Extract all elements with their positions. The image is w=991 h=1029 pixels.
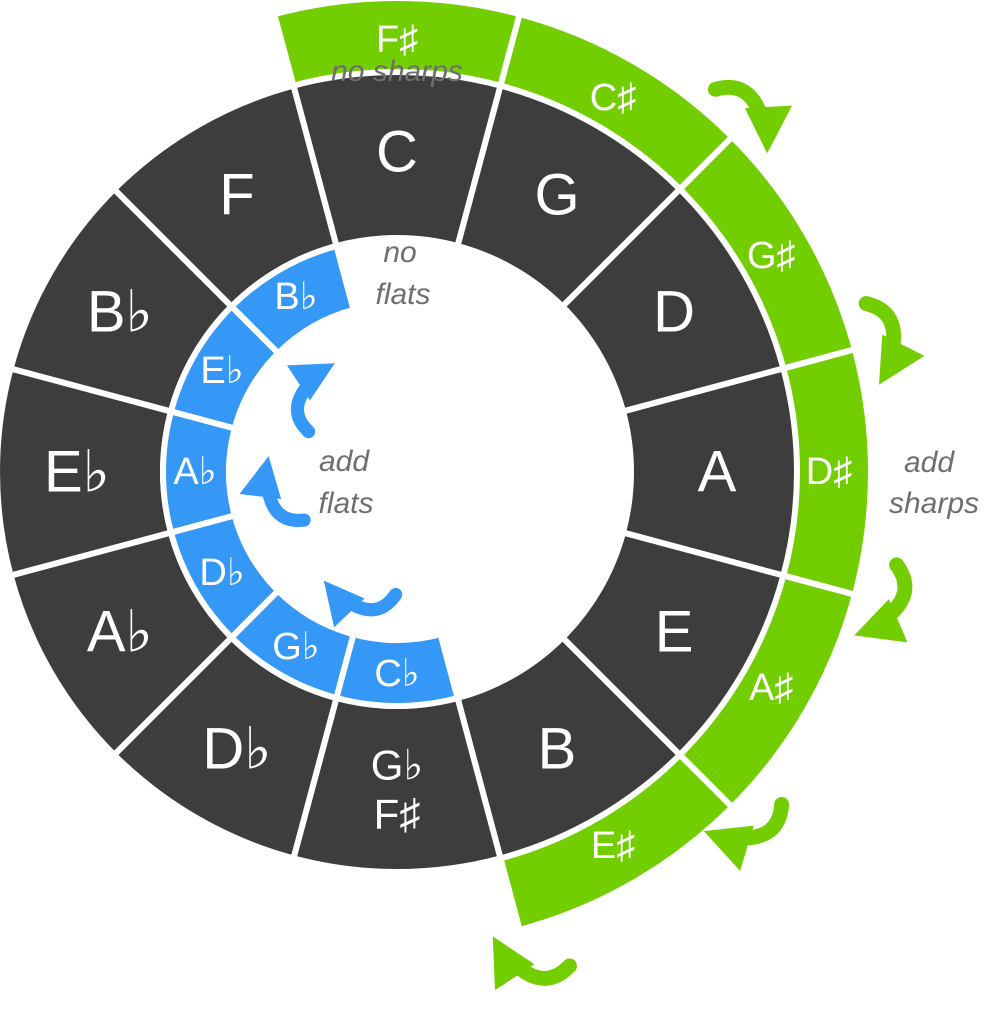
outer-key-label-f: F xyxy=(219,162,254,227)
outer-key-label-a-flat: A♭ xyxy=(87,600,153,665)
sharp-key-label-g-sharp: G♯ xyxy=(747,235,796,277)
no-sharps-caption: no sharps xyxy=(331,55,463,88)
outer-key-label-f-sharp: F♯ xyxy=(374,791,421,838)
outer-key-label-c: C xyxy=(376,120,418,185)
flat-segment-c-flat xyxy=(332,630,462,709)
sharp-direction-arrow-4 xyxy=(703,796,790,871)
outer-key-label-d: D xyxy=(653,280,695,345)
add-sharps-caption-line2: sharps xyxy=(889,487,979,520)
flat-key-label-c-flat: C♭ xyxy=(374,653,419,695)
outer-key-label-a: A xyxy=(698,440,737,505)
flat-key-label-d-flat: D♭ xyxy=(199,552,244,594)
outer-key-label-e-flat: E♭ xyxy=(44,440,110,505)
flat-segment-b-flat xyxy=(227,242,358,358)
no-flats-caption-line2: flats xyxy=(375,278,430,311)
outer-key-label-g-flat: G♭ xyxy=(371,742,423,789)
sharp-key-label-f-sharp: F♯ xyxy=(376,19,418,61)
flat-direction-arrow-1 xyxy=(286,363,335,439)
add-flats-caption-line2: flats xyxy=(318,487,373,520)
add-sharps-caption-line1: add xyxy=(904,446,955,479)
sharp-direction-arrow-3 xyxy=(854,557,913,643)
sharp-key-label-e-sharp: E♯ xyxy=(591,825,635,867)
outer-key-label-e: E xyxy=(655,600,694,665)
flat-segment-g-flat xyxy=(227,586,358,702)
add-flats-caption-line1: add xyxy=(319,445,370,478)
outer-key-label-d-flat: D♭ xyxy=(202,717,271,782)
sharp-key-label-a-sharp: A♯ xyxy=(749,667,793,709)
outer-key-label-b-flat: B♭ xyxy=(87,280,153,345)
flat-key-label-g-flat: G♭ xyxy=(272,626,319,668)
no-flats-caption-line1: no xyxy=(383,236,416,269)
flat-segment-d-flat xyxy=(167,511,283,642)
flat-segment-a-flat xyxy=(160,407,239,537)
flat-key-label-b-flat: B♭ xyxy=(274,276,317,318)
sharp-direction-arrow-2 xyxy=(858,296,925,385)
sharp-direction-arrow-1 xyxy=(707,79,793,154)
flat-direction-arrow-3 xyxy=(323,580,403,628)
outer-key-label-g: G xyxy=(534,162,579,227)
flat-key-label-e-flat: E♭ xyxy=(200,350,243,392)
sharp-key-label-c-sharp: C♯ xyxy=(590,77,636,119)
sharp-direction-arrow-5 xyxy=(492,936,577,991)
flat-key-label-a-flat: A♭ xyxy=(173,451,216,493)
flat-direction-arrow-2 xyxy=(239,456,311,527)
sharp-key-label-d-sharp: D♯ xyxy=(806,451,852,493)
flat-segment-e-flat xyxy=(167,302,283,433)
outer-key-label-b: B xyxy=(538,717,577,782)
